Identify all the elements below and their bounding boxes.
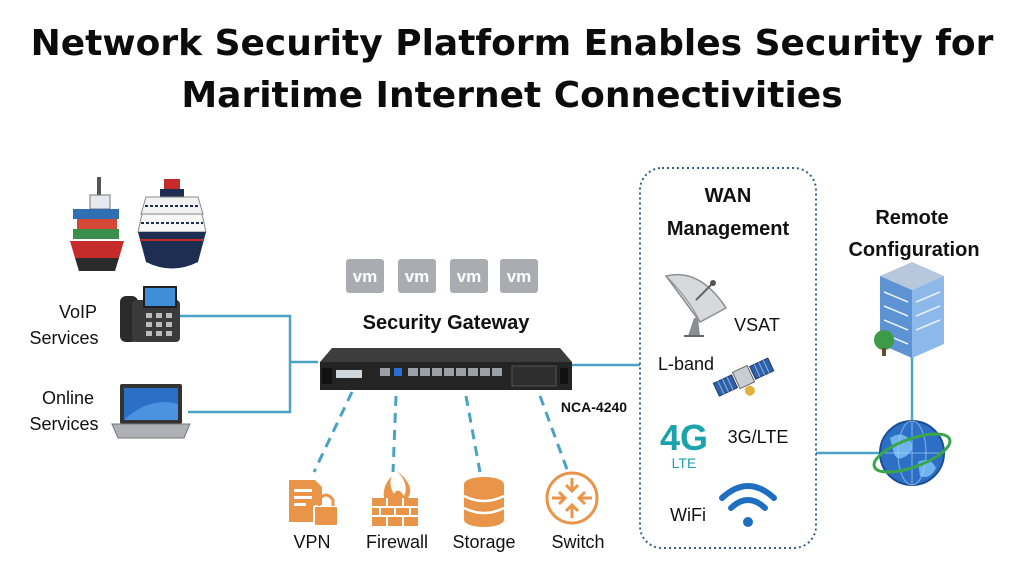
function-label-firewall: Firewall: [366, 532, 428, 552]
dash-storage: [464, 395, 482, 473]
wan-title-2: Management: [667, 218, 790, 240]
vm-label-2: vm: [405, 267, 430, 286]
wifi-icon: [719, 483, 777, 527]
voip-label-2: Services: [29, 328, 98, 348]
function-label-vpn: VPN: [293, 532, 330, 552]
storage-icon: [463, 477, 505, 527]
dash-firewall: [391, 395, 398, 473]
laptop-icon: [111, 384, 191, 439]
vm-box-4: [500, 259, 538, 293]
connector-online: [188, 362, 292, 414]
vpn-icon: [289, 480, 339, 527]
vm-box-3: [450, 259, 488, 293]
title-line-2: Maritime Internet Connectivities: [181, 75, 843, 116]
wan-title-1: WAN: [705, 185, 752, 207]
dash-switch: [538, 395, 570, 473]
security-gateway-appliance: [320, 348, 572, 390]
lte-small-label: LTE: [672, 455, 697, 471]
vm-boxes: vm vm vm vm: [346, 259, 538, 293]
online-label-2: Services: [29, 414, 98, 434]
building-icon: [874, 262, 944, 358]
vm-box-2: [398, 259, 436, 293]
diagram-title: Network Security Platform Enables Securi…: [0, 18, 1024, 122]
function-label-switch: Switch: [551, 532, 604, 552]
lte-label: 3G/LTE: [728, 427, 789, 447]
cruise-ship-icon: [137, 179, 207, 269]
remote-title-1: Remote: [875, 207, 948, 229]
wifi-label: WiFi: [670, 505, 706, 525]
cargo-ship-icon: [70, 177, 124, 271]
vm-label-4: vm: [507, 267, 532, 286]
dash-vpn: [312, 391, 354, 473]
online-label-1: Online: [42, 388, 94, 408]
voip-label-1: VoIP: [59, 302, 97, 322]
wan-management-box: [639, 167, 817, 549]
satellite-icon: [712, 357, 775, 397]
function-label-storage: Storage: [452, 532, 515, 552]
globe-icon: [872, 420, 952, 486]
desk-phone-icon: [120, 286, 180, 342]
vsat-label: VSAT: [734, 315, 780, 335]
lte-4g-label: 4G: [660, 417, 708, 458]
remote-title-2: Configuration: [848, 239, 979, 261]
firewall-icon: [372, 470, 418, 526]
vm-box-1: [346, 259, 384, 293]
dashed-connectors: [312, 391, 570, 473]
model-label: NCA-4240: [561, 399, 627, 415]
switch-icon: [545, 471, 599, 525]
connector-voip: [180, 314, 318, 364]
security-gateway-label: Security Gateway: [363, 312, 531, 334]
solid-connectors: [180, 314, 914, 455]
title-line-1: Network Security Platform Enables Securi…: [30, 23, 994, 64]
vm-label-3: vm: [457, 267, 482, 286]
vm-label-1: vm: [353, 267, 378, 286]
satellite-dish-icon: [664, 274, 728, 337]
lband-label: L-band: [658, 354, 714, 374]
